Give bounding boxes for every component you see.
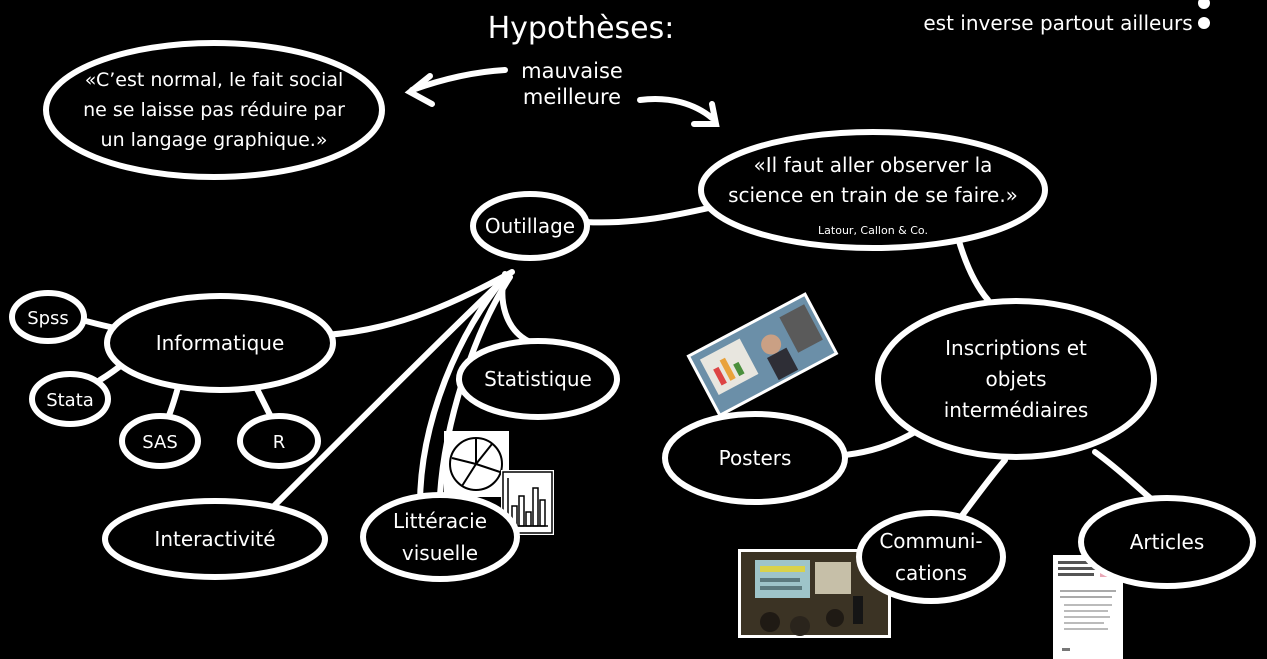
node-spss bbox=[9, 290, 87, 344]
node-communications-line2: cations bbox=[895, 561, 967, 585]
node-inscriptions bbox=[875, 298, 1157, 460]
hypothesis-bad-label: mauvaise bbox=[521, 59, 623, 83]
edge-outillage-informatique bbox=[322, 269, 515, 338]
edge-quote-inscriptions bbox=[955, 235, 991, 303]
node-articles bbox=[1078, 495, 1256, 589]
node-spss-label: Spss bbox=[27, 308, 69, 329]
node-interactivite bbox=[102, 498, 328, 580]
quote-left-bubble bbox=[43, 40, 385, 180]
poster-photo bbox=[686, 292, 839, 418]
edge-inscriptions-articles bbox=[1092, 449, 1158, 505]
arrow-to-right-quote bbox=[637, 96, 715, 121]
node-stata-label: Stata bbox=[46, 390, 94, 411]
node-litteracie-line2: visuelle bbox=[402, 541, 478, 565]
bar-chart-sketch bbox=[501, 470, 554, 535]
node-inscriptions-line3: intermédiaires bbox=[944, 398, 1089, 422]
node-inscriptions-line2: objets bbox=[985, 367, 1046, 391]
node-inscriptions-line1: Inscriptions et bbox=[945, 336, 1087, 360]
node-r-label: R bbox=[273, 432, 286, 453]
node-informatique-label: Informatique bbox=[156, 331, 285, 355]
edge-outillage-litteracie-a bbox=[417, 274, 508, 508]
node-litteracie-visuelle bbox=[360, 492, 520, 582]
quote-right-line2: science en train de se faire.» bbox=[728, 183, 1018, 207]
node-sas-label: SAS bbox=[142, 432, 178, 453]
node-litteracie-line1: Littéracie bbox=[393, 509, 487, 533]
node-outillage bbox=[470, 191, 590, 261]
bullet-dot-2 bbox=[1198, 17, 1210, 29]
hypothesis-good-label: meilleure bbox=[523, 85, 621, 109]
node-interactivite-label: Interactivité bbox=[154, 527, 275, 551]
pie-chart-sketch bbox=[444, 431, 509, 497]
quote-right-line1: «Il faut aller observer la bbox=[754, 153, 993, 177]
edge-outillage-interactivite bbox=[267, 273, 510, 513]
node-outillage-label: Outillage bbox=[485, 214, 575, 238]
node-communications bbox=[856, 510, 1006, 604]
quote-left-line1: «C’est normal, le fait social bbox=[85, 69, 344, 91]
quote-left-line2: ne se laisse pas réduire par bbox=[83, 99, 345, 121]
bullet-dot-1 bbox=[1198, 0, 1210, 9]
node-informatique bbox=[104, 293, 336, 393]
arrowhead-right bbox=[691, 101, 720, 127]
node-posters-label: Posters bbox=[719, 446, 792, 470]
quote-right-bubble bbox=[698, 129, 1048, 251]
node-communications-line1: Communi- bbox=[879, 529, 982, 553]
node-sas bbox=[119, 413, 201, 469]
quote-left-line3: un langage graphique.» bbox=[101, 129, 328, 151]
edge-outillage-quote bbox=[582, 202, 725, 226]
quote-right-credit: Latour, Callon & Co. bbox=[818, 224, 928, 237]
node-statistique bbox=[456, 338, 620, 420]
node-r bbox=[237, 413, 321, 469]
top-right-note: est inverse partout ailleurs bbox=[923, 11, 1192, 35]
node-statistique-label: Statistique bbox=[484, 367, 592, 391]
hypotheses-title: Hypothèses: bbox=[488, 11, 675, 46]
arrowhead-left bbox=[404, 73, 435, 107]
node-posters bbox=[662, 411, 848, 505]
node-articles-label: Articles bbox=[1130, 530, 1205, 554]
node-stata bbox=[29, 371, 111, 427]
edge-inscriptions-posters bbox=[842, 429, 918, 458]
